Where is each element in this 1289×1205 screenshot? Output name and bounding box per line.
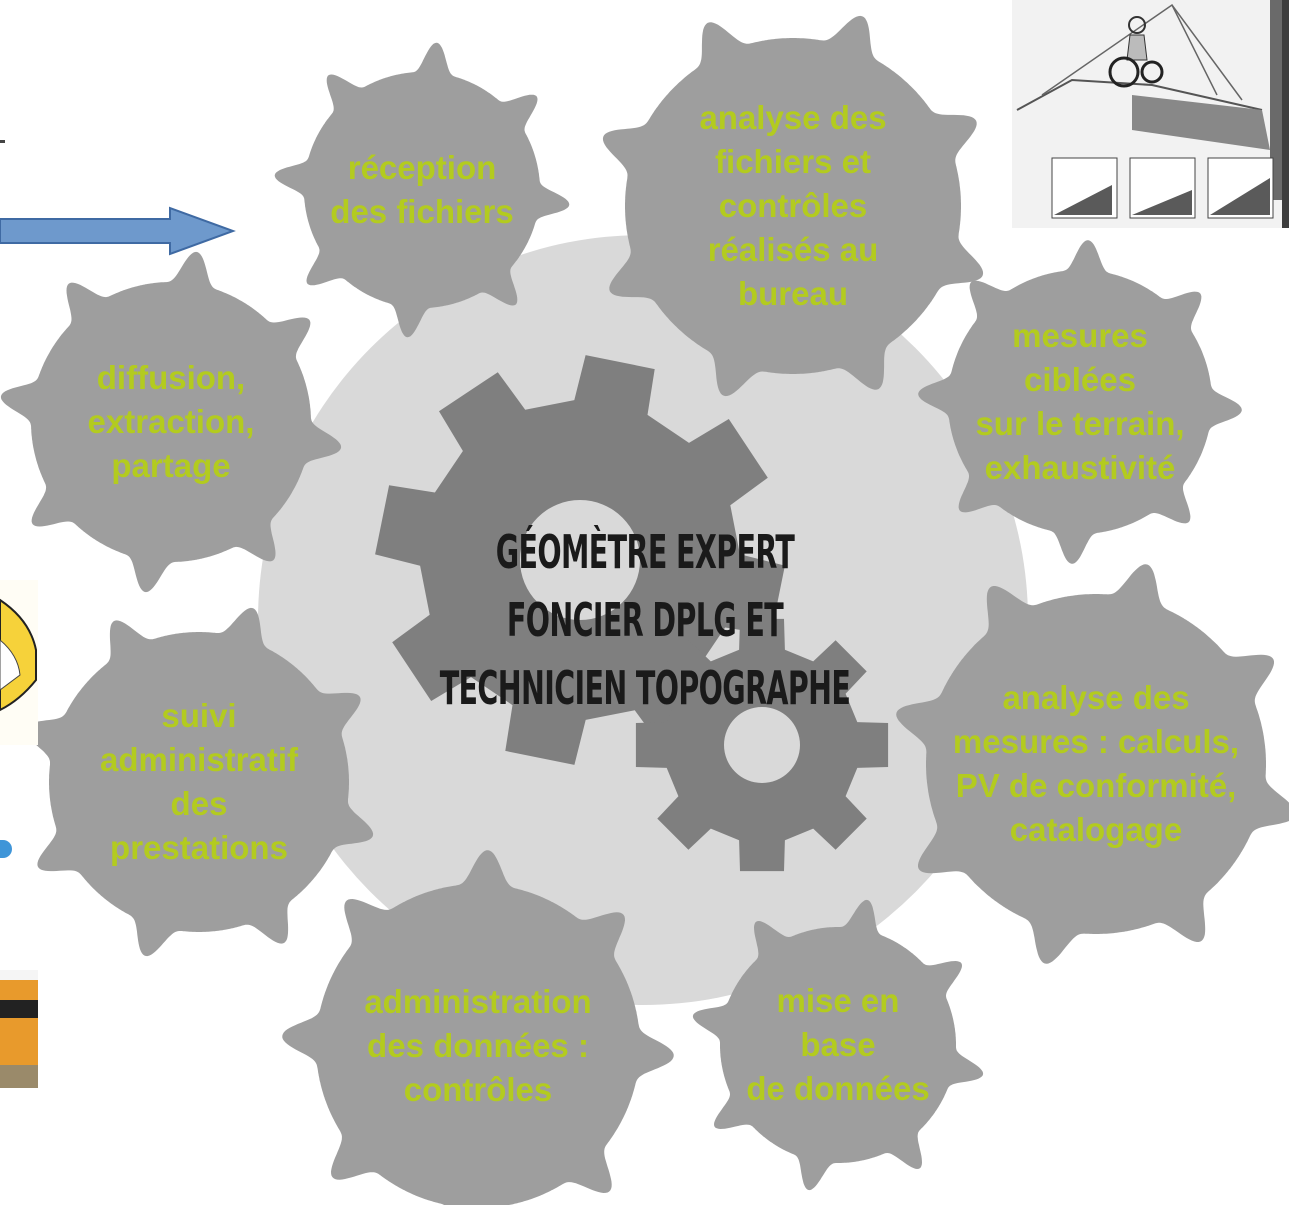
cog-label-analyse-mesures: analyse des mesures : calculs, PV de con…: [952, 679, 1240, 848]
cog-label-reception: réception des fichiers: [330, 149, 514, 230]
cog-label-analyse-fichiers: analyse des fichiers et contrôles réalis…: [699, 99, 887, 312]
cog-label-administration: administration des données : contrôles: [364, 983, 592, 1108]
cog-administration: [282, 850, 674, 1205]
cog-suivi: [24, 607, 374, 957]
surveyor-sketch-image: [1012, 0, 1289, 228]
cog-mise-en-base: [692, 899, 984, 1191]
orange-equipment-image: [0, 970, 38, 1088]
yellow-instrument-image: [0, 580, 38, 745]
blue-dot-icon: [0, 840, 12, 858]
cog-analyse-mesures: [896, 564, 1289, 964]
cog-label-suivi: suivi administratif des prestations: [99, 697, 299, 866]
cog-label-mise-en-base: mise en base de données: [746, 982, 930, 1107]
cog-mesures-terrain: [918, 240, 1242, 564]
small-center-gear-icon: [635, 618, 889, 872]
dash-mark: [0, 140, 5, 143]
cog-label-diffusion: diffusion, extraction, partage: [87, 359, 255, 484]
cog-label-mesures-terrain: mesures ciblées sur le terrain, exhausti…: [975, 317, 1185, 486]
cog-analyse-fichiers: [602, 15, 984, 397]
right-arrow-icon: [0, 206, 236, 256]
diagram-title: GÉOMÈTRE EXPERT FONCIER DPLG ET TECHNICI…: [439, 525, 851, 715]
cog-reception: [274, 42, 570, 338]
cog-diffusion: [0, 251, 342, 593]
